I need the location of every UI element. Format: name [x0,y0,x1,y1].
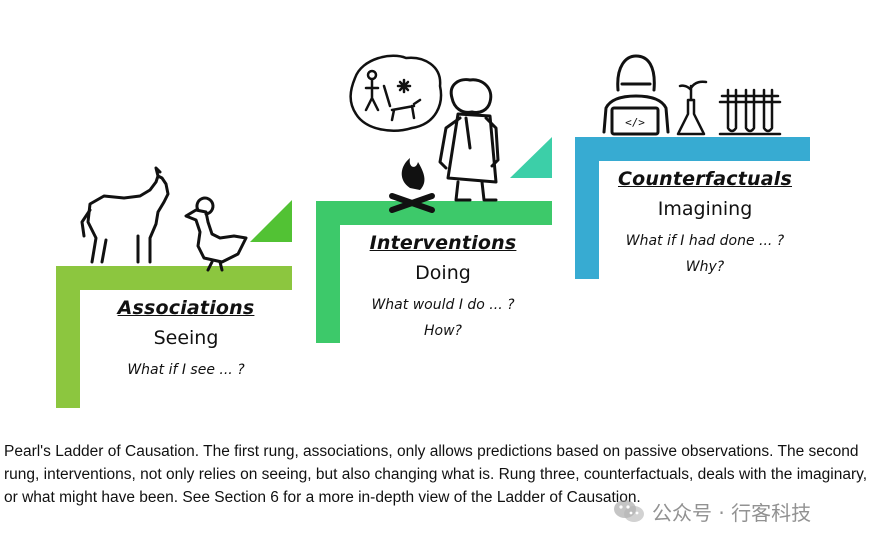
scientist-laptop-icon: </> [602,54,670,136]
rung-question-line: Why? [685,259,725,275]
ladder-diagram: </> [56,54,810,408]
rung-question: What if I had done ... ? Why? [612,228,798,280]
rung-title: Counterfactuals [618,168,792,190]
cave-painting-icon [349,54,443,132]
duck-icon [184,196,248,272]
rung1-triangle [250,200,292,242]
rung-associations-text: Associations Seeing What if I see ... ? [100,297,272,383]
rung1-tread [56,266,292,290]
test-tubes-icon [718,88,782,136]
rung-counterfactuals-text: Counterfactuals Imagining What if I had … [612,168,798,280]
rung-verb: Doing [415,262,471,284]
watermark-text: 公众号 · 行客科技 [652,500,812,525]
rung-associations-step [56,200,292,408]
rung-verb: Seeing [153,327,219,349]
rung-question-line: How? [424,323,462,339]
rung2-tread [316,201,552,225]
rung-question-line: What if I had done ... ? [625,233,785,249]
rung-counterfactuals-step [575,137,810,279]
svg-text:</>: </> [625,116,645,129]
rung-title: Associations [117,297,255,319]
rung-question: What if I see ... ? [127,362,245,378]
rung-interventions-text: Interventions Doing What would I do ... … [352,232,534,344]
caveman-icon [438,78,500,202]
rung2-triangle [510,137,552,178]
rung3-tread [575,137,810,161]
plant-flask-icon [676,80,708,136]
wechat-icon [614,500,644,522]
wechat-watermark: 公众号 · 行客科技 [612,496,811,526]
figure-caption: Pearl's Ladder of Causation. The first r… [4,443,868,506]
campfire-icon [389,158,435,213]
rung-question-line: What would I do ... ? [371,297,515,313]
rung-interventions-step [316,137,552,343]
rung-verb: Imagining [657,198,753,220]
rung-title: Interventions [369,232,517,254]
rung-question: What would I do ... ? How? [352,292,534,344]
wolf-icon [80,166,170,264]
